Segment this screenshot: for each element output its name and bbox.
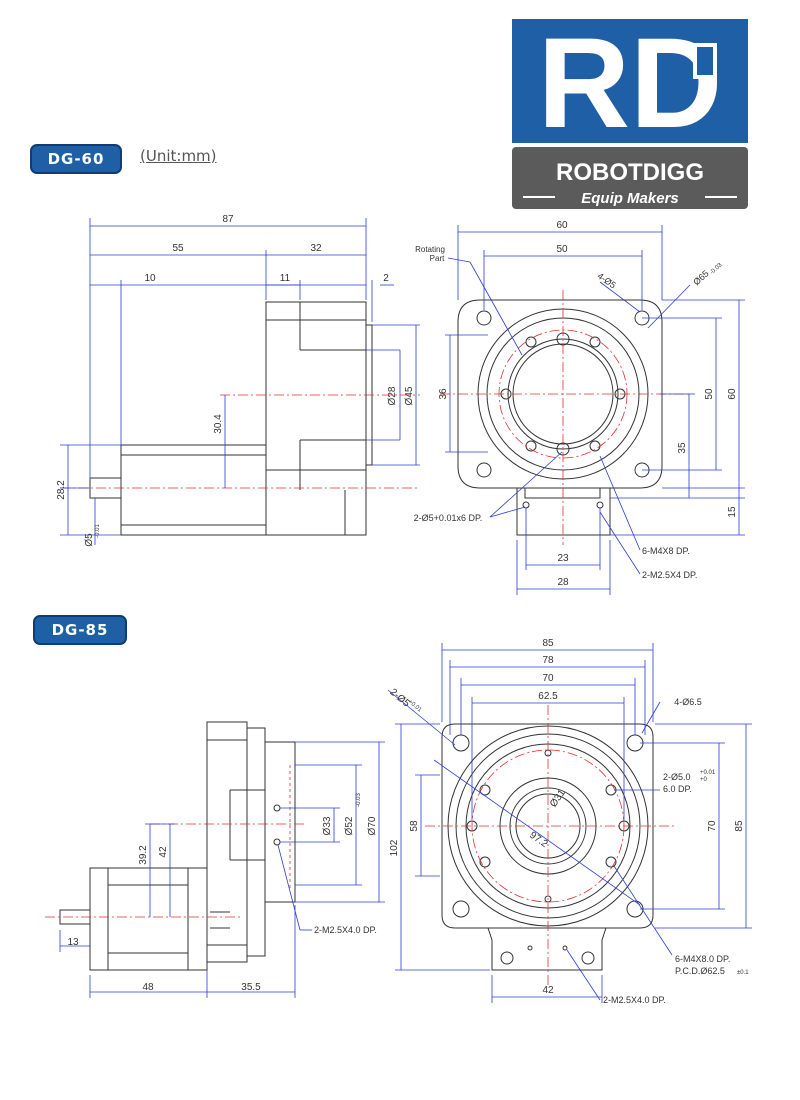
dim-97-2: 97.2: [527, 830, 550, 850]
dim-11: 11: [280, 273, 291, 284]
robotdigg-logo: RD ROBOTDIGG Equip Makers: [512, 15, 748, 209]
brand-tagline: Equip Makers: [581, 190, 679, 207]
dim-dia65: Ø65: [691, 268, 710, 287]
dim-85-right: 85: [734, 820, 745, 832]
dg85-front-view: 85 78 70 62.5 2-Ø5 +0.01 4-Ø6.5 Ø31 97.2…: [388, 638, 752, 1005]
logo-blue-block: [512, 19, 748, 143]
pcd-label: P.C.D.Ø62.5: [675, 966, 725, 976]
dim-13: 13: [67, 937, 79, 948]
dim-dia70: Ø70: [367, 816, 378, 835]
m25-holes-side-label: 2-M2.5X4.0 DP.: [314, 925, 377, 935]
pin-holes-label: 2-Ø5+0.01x6 DP.: [414, 513, 483, 523]
dim-50-top: 50: [556, 244, 568, 255]
dim-shaft-tol: -0.01: [95, 524, 101, 538]
brand-name: ROBOTDIGG: [556, 159, 704, 186]
dim-60-right: 60: [727, 388, 738, 400]
dg85-side-view: Ø33 Ø52 -0.03 Ø70 39.2 42 13 48 35.5 2-M…: [45, 721, 385, 998]
dim-39-2: 39.2: [138, 845, 149, 865]
dim-35: 35: [677, 442, 688, 454]
dim-55: 55: [172, 243, 184, 254]
dim-15: 15: [727, 506, 738, 518]
dim-48: 48: [142, 982, 154, 993]
dim-32: 32: [310, 243, 322, 254]
rotating-part-label: Rotating: [415, 245, 445, 254]
pin-right-tol-bot: +0: [700, 777, 708, 783]
dim-70-top: 70: [542, 673, 554, 684]
dim-28: 28: [557, 577, 569, 588]
dim-23: 23: [557, 553, 569, 564]
dim-2: 2: [383, 273, 389, 284]
dim-42-bottom: 42: [542, 985, 554, 996]
pin-right-label: 2-Ø5.0: [663, 772, 691, 782]
m4-holes-label: 6-M4X8 DP.: [642, 546, 690, 556]
pin-right-tol-top: +0.01: [700, 770, 716, 776]
dg60-side-view: 87 55 32 10 11 2 Ø28 Ø45 30.4 28.2 Ø5 -0…: [56, 214, 420, 547]
dim-58: 58: [409, 820, 420, 832]
pin-right-depth: 6.0 DP.: [663, 784, 692, 794]
dim-62-5-top: 62.5: [538, 691, 558, 702]
dim-28-2: 28.2: [56, 480, 67, 500]
logo-gray-block: [512, 147, 748, 209]
holes-4-dia6-5: 4-Ø6.5: [674, 697, 702, 707]
dim-dia45: Ø45: [404, 386, 415, 405]
pcd-tol: ±0.1: [737, 970, 749, 976]
dim-dia33: Ø33: [322, 816, 333, 835]
dim-78-top: 78: [542, 655, 554, 666]
dim-dia52: Ø52: [344, 816, 355, 835]
m4-holes-label: 6-M4X8.0 DP.: [675, 954, 730, 964]
rotating-part-label-2: Part: [430, 254, 445, 263]
dim-dia65-tol: -0.03: [709, 262, 724, 276]
motor-icon: [693, 43, 717, 79]
logo-letters: RD: [538, 15, 723, 155]
dim-87: 87: [222, 214, 234, 225]
dim-35-5: 35.5: [241, 982, 261, 993]
dim-50-right: 50: [704, 388, 715, 400]
dim-dia28: Ø28: [387, 386, 398, 405]
m25-holes-front-label: 2-M2.5X4.0 DP.: [603, 995, 666, 1005]
dg60-front-view: 60 50 Rotating Part 4-Ø5 Ø65 -0.03 36 50…: [414, 220, 745, 595]
dim-dia52-tol: -0.03: [356, 793, 362, 807]
dg60-badge: DG-60: [30, 144, 122, 174]
dim-30-4: 30.4: [213, 414, 224, 434]
dim-85-top: 85: [542, 638, 554, 649]
dim-60-top: 60: [556, 220, 568, 231]
unit-label: (Unit:mm): [140, 147, 217, 165]
dim-70-right: 70: [707, 820, 718, 832]
dim-42: 42: [158, 846, 169, 858]
dim-36: 36: [438, 388, 449, 400]
dim-102: 102: [389, 839, 400, 856]
dim-10: 10: [144, 273, 156, 284]
m25-holes-label: 2-M2.5X4 DP.: [642, 570, 697, 580]
dim-shaft-dia: Ø5: [84, 533, 95, 547]
dg85-badge: DG-85: [33, 615, 127, 645]
